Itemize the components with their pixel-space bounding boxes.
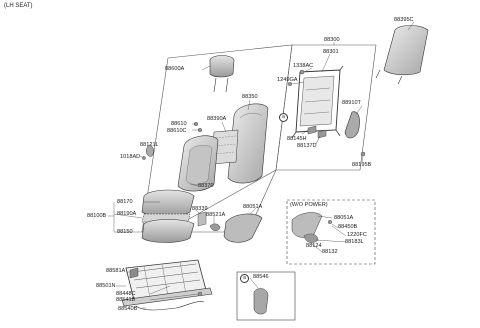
harness-88540B bbox=[135, 301, 205, 311]
callout-a-box-marker: a bbox=[240, 274, 249, 283]
label-88121L: 88121L bbox=[140, 142, 159, 148]
label-wo-88132: 88132 bbox=[322, 249, 338, 255]
seat-back-frame-shape bbox=[291, 65, 344, 139]
label-wo-88124: 88124 bbox=[306, 243, 322, 249]
label-wo-88051A: 88051A bbox=[334, 215, 354, 221]
wo-power-title: (W/O POWER) bbox=[290, 202, 328, 208]
label-88395C: 88395C bbox=[394, 17, 414, 23]
motor-88581A bbox=[129, 267, 139, 279]
wo-power-bolt-shape bbox=[328, 219, 333, 224]
label-1018AD: 1018AD bbox=[120, 154, 141, 160]
switch-88541B bbox=[197, 291, 203, 297]
recliner-cover-shape bbox=[146, 145, 154, 157]
label-88610C: 88610C bbox=[167, 128, 187, 134]
label-wo-88450B: 88450B bbox=[338, 224, 358, 230]
side-airbag-shape bbox=[344, 111, 360, 139]
label-88100B: 88100B bbox=[87, 213, 107, 219]
label-88448C: 88448C bbox=[116, 291, 136, 297]
wo-power-box bbox=[286, 199, 376, 265]
seat-back-pad-shape bbox=[227, 103, 269, 184]
label-88301: 88301 bbox=[323, 49, 339, 55]
lumbar-support-shape bbox=[211, 129, 239, 165]
label-88145H: 88145H bbox=[287, 136, 307, 142]
seat-back-cover-shape bbox=[375, 25, 429, 85]
bracket-88145H bbox=[307, 125, 317, 135]
part-88546-shape bbox=[253, 288, 269, 315]
label-88546: 88546 bbox=[253, 274, 269, 280]
label-wo-88183L: 88183L bbox=[345, 239, 364, 245]
label-88540B: 88540B bbox=[118, 306, 138, 312]
shield-88051A bbox=[223, 213, 263, 243]
label-88190A: 88190A bbox=[117, 211, 137, 217]
seat-track-shape bbox=[121, 259, 213, 307]
callout-a-marker: a bbox=[279, 113, 288, 122]
label-88610: 88610 bbox=[171, 121, 187, 127]
bolt-88195B bbox=[360, 151, 366, 157]
label-88390A: 88390A bbox=[207, 116, 227, 122]
diagram-header: (LH SEAT) bbox=[4, 3, 33, 9]
callout-a-box bbox=[236, 271, 296, 321]
wo-power-lever-shape bbox=[303, 233, 319, 243]
label-88339: 88339 bbox=[192, 206, 208, 212]
seat-back-cover-main-shape bbox=[177, 135, 219, 192]
label-88521A: 88521A bbox=[206, 212, 226, 218]
label-1338AC: 1338AC bbox=[293, 63, 314, 69]
wo-power-shield-shape bbox=[291, 212, 323, 238]
clip-1249GA bbox=[288, 81, 293, 86]
label-88600A: 88600A bbox=[165, 66, 185, 72]
side-cover-88339 bbox=[197, 211, 207, 227]
cushion-cover-shape bbox=[141, 189, 195, 217]
cushion-pad-shape bbox=[141, 219, 195, 243]
label-88051A: 88051A bbox=[243, 204, 263, 210]
label-88137D: 88137D bbox=[297, 143, 317, 149]
label-88541B: 88541B bbox=[116, 297, 136, 303]
label-88150: 88150 bbox=[117, 229, 133, 235]
label-1249GA: 1249GA bbox=[277, 77, 298, 83]
label-88581A: 88581A bbox=[106, 268, 126, 274]
bolt-1338AC bbox=[299, 69, 305, 75]
label-88910T: 88910T bbox=[342, 100, 361, 106]
label-wo-1220FC: 1220FC bbox=[347, 232, 367, 238]
label-88350: 88350 bbox=[242, 94, 258, 100]
label-88170: 88170 bbox=[117, 199, 133, 205]
label-88370: 88370 bbox=[198, 183, 214, 189]
label-88195B: 88195B bbox=[352, 162, 372, 168]
knob-88521A bbox=[209, 223, 221, 231]
label-88501N: 88501N bbox=[96, 283, 116, 289]
label-88300: 88300 bbox=[324, 37, 340, 43]
headrest-shape bbox=[209, 55, 235, 93]
